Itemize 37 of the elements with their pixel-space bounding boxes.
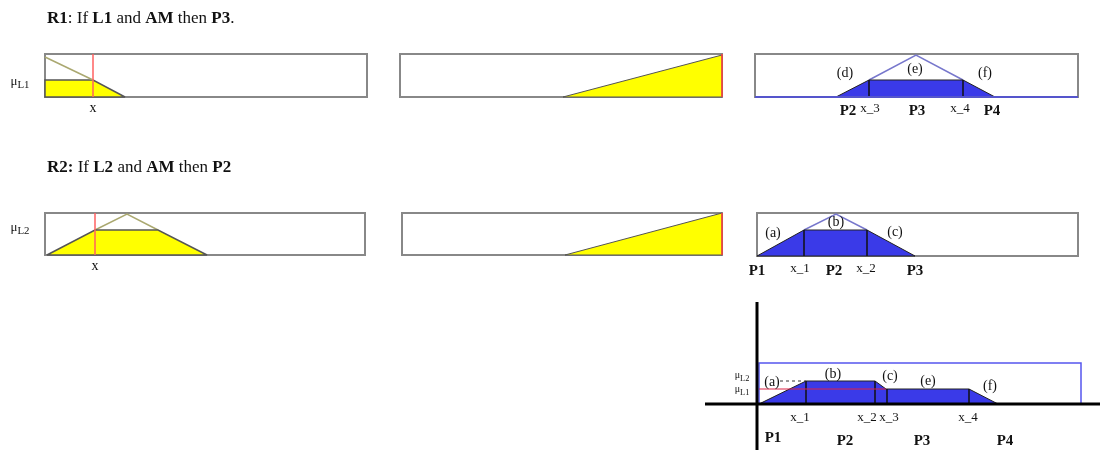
region-label: (a) <box>764 375 780 389</box>
region-label: (b) <box>824 367 842 381</box>
set-label: P4 <box>996 432 1014 448</box>
set-label: P3 <box>906 262 924 278</box>
region-label: (a) <box>765 226 781 240</box>
breakpoint-label: x_2 <box>857 409 877 423</box>
set-label: P3 <box>913 432 931 448</box>
region-label: (f) <box>978 66 992 80</box>
input-value-label: x <box>89 101 97 115</box>
set-label: P2 <box>839 102 857 118</box>
region-label: (d) <box>836 66 854 80</box>
region-label: (c) <box>882 369 898 383</box>
rule-heading: R2: If L2 and AM then P2 <box>47 157 232 175</box>
input-value-label: x <box>91 259 99 273</box>
rule-heading: R1: If L1 and AM then P3. <box>47 8 235 26</box>
region-label: (c) <box>887 225 903 239</box>
membership-label: μ$_{L1}$ <box>10 73 30 91</box>
breakpoint-label: x_3 <box>879 409 899 423</box>
breakpoint-label: x_4 <box>958 409 978 423</box>
set-label: P1 <box>764 429 782 445</box>
set-label: P4 <box>983 102 1001 118</box>
region-label: (e) <box>920 374 936 388</box>
breakpoint-label: x_3 <box>860 100 880 114</box>
membership-label: μ$_{L1}$ <box>734 384 750 398</box>
breakpoint-label: x_1 <box>790 409 810 423</box>
set-label: P2 <box>836 432 854 448</box>
region-label: (e) <box>907 62 923 76</box>
membership-label: μ$_{L2}$ <box>734 370 750 384</box>
region-label: (f) <box>983 379 997 393</box>
membership-label: μ$_{L2}$ <box>10 219 30 237</box>
breakpoint-label: x_2 <box>856 260 876 274</box>
breakpoint-label: x_1 <box>790 260 810 274</box>
region-label: (b) <box>827 215 845 229</box>
set-label: P3 <box>908 102 926 118</box>
set-label: P2 <box>825 262 843 278</box>
set-label: P1 <box>748 262 766 278</box>
breakpoint-label: x_4 <box>950 100 970 114</box>
